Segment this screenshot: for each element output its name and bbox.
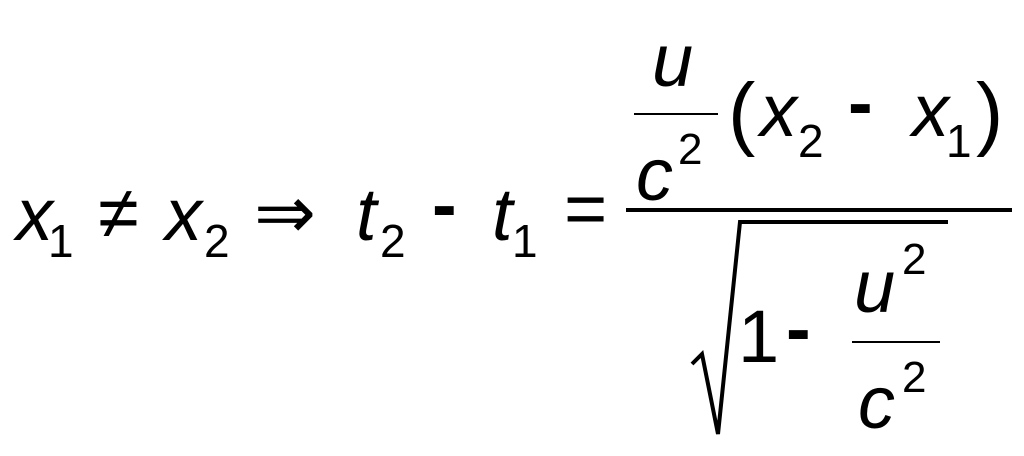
equals-sign: = (564, 167, 608, 250)
minus-sign: - (432, 163, 457, 246)
lhs-x2-subscript: 2 (204, 215, 230, 267)
right-parenthesis: ) (976, 67, 1004, 158)
numerator-x2-variable: x (760, 69, 797, 152)
numerator-c-exponent: 2 (678, 125, 703, 174)
t2-variable: t (356, 173, 377, 256)
numerator-c: c (636, 133, 673, 216)
t2-subscript: 2 (380, 215, 406, 267)
main-fraction-bar (626, 208, 1012, 212)
denominator-c-exponent: 2 (902, 353, 927, 402)
numerator-x1-variable: x (912, 69, 949, 152)
left-parenthesis: ( (728, 67, 756, 158)
numerator-u: u (652, 19, 694, 102)
denominator-small-fraction-bar (852, 341, 940, 343)
not-equal-sign: ≠ (98, 171, 139, 254)
numerator-minus-sign: - (848, 61, 873, 144)
t1-subscript: 1 (512, 215, 538, 267)
numerator-x1-subscript: 1 (946, 115, 972, 167)
implies-arrow: ⇒ (254, 171, 317, 254)
numerator-small-fraction-bar (634, 113, 718, 115)
numerator-x2-subscript: 2 (798, 115, 824, 167)
lhs-x2-variable: x (165, 173, 202, 256)
t1-variable: t (492, 173, 513, 256)
denominator-u: u (854, 245, 896, 328)
denominator-u-exponent: 2 (902, 235, 927, 284)
lhs-x1-variable: x (16, 173, 53, 256)
denominator-minus-sign: - (786, 287, 811, 370)
lhs-x1-subscript: 1 (48, 215, 74, 267)
denominator-c: c (858, 361, 895, 444)
denominator-one: 1 (738, 295, 780, 378)
